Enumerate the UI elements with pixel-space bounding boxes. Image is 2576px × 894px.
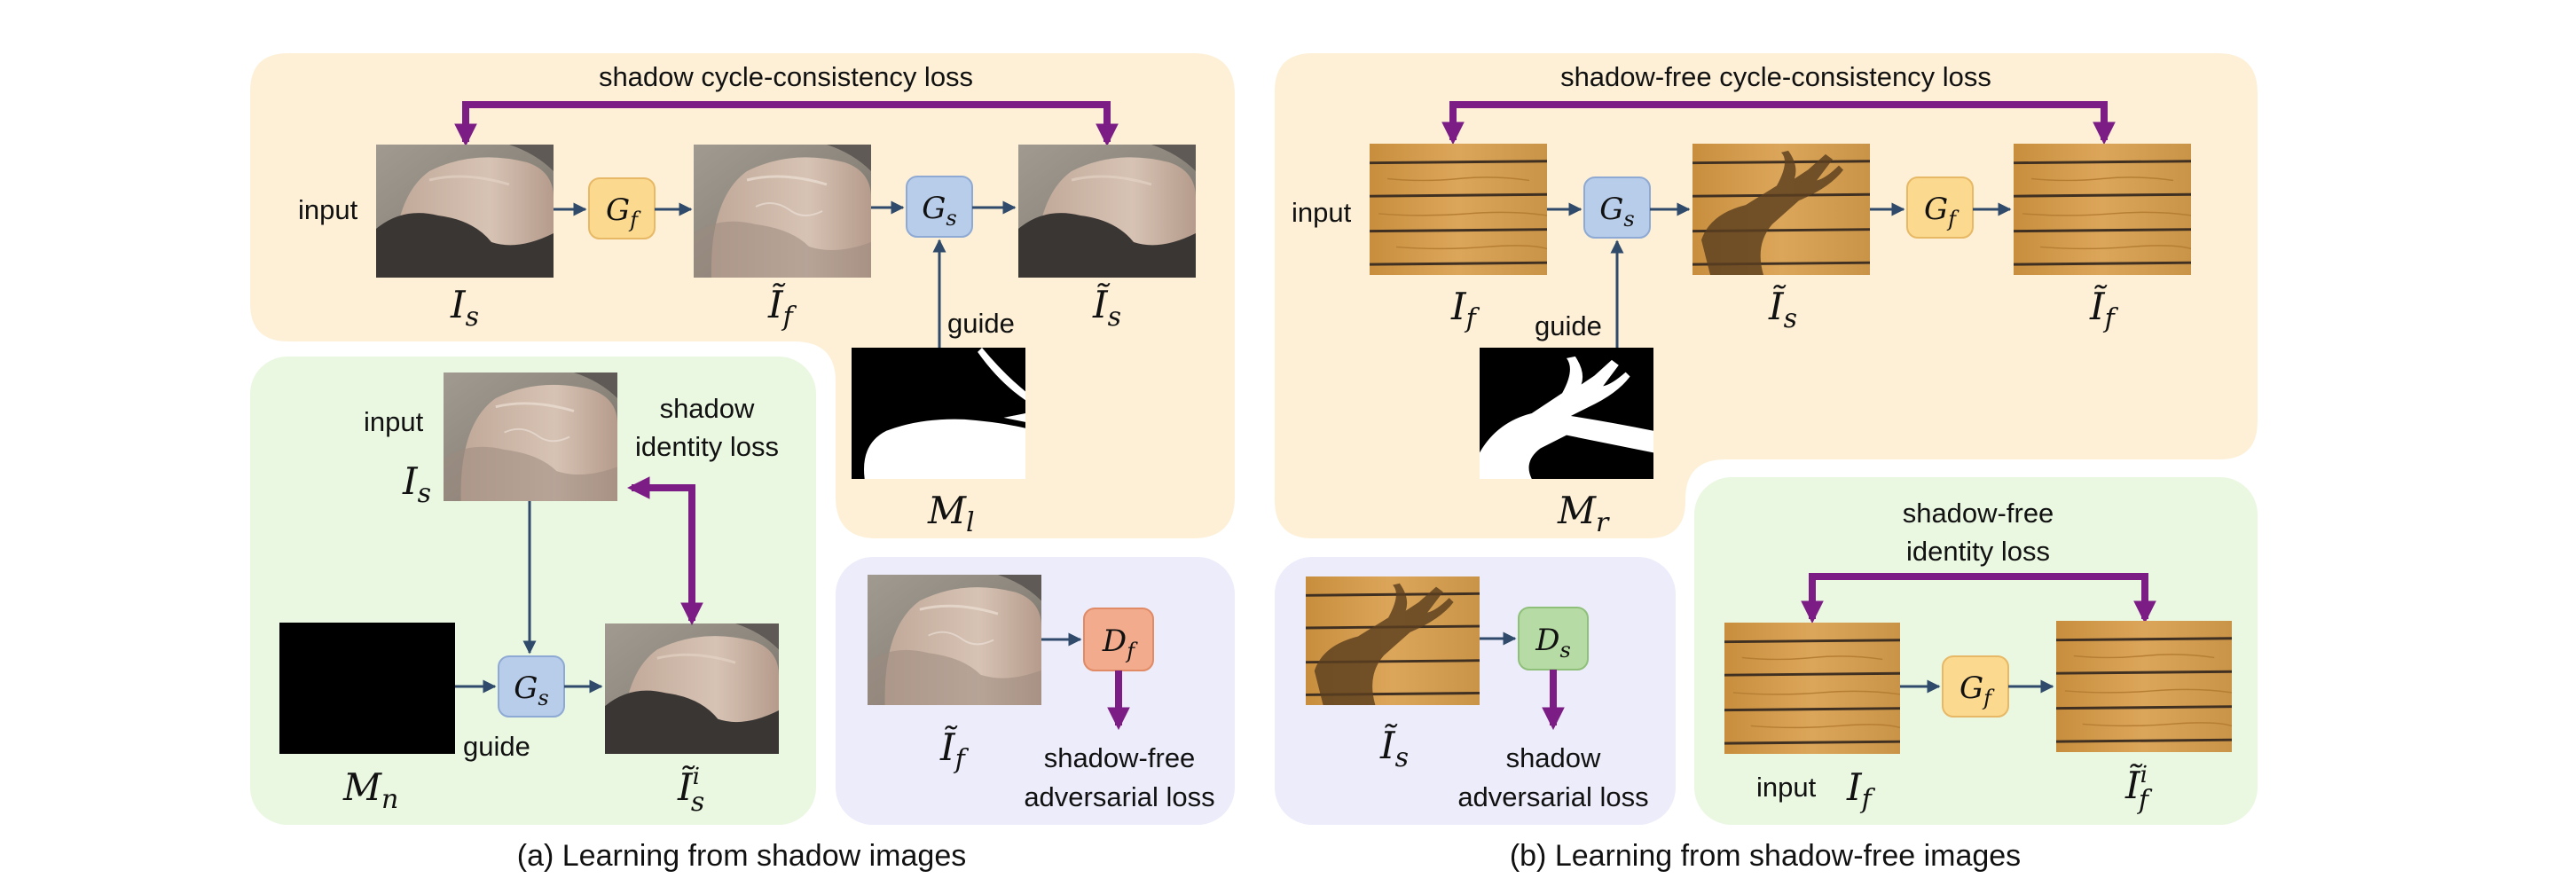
identity-input-image-right [1724,623,1900,754]
identity-output-image-left [605,623,779,754]
svg-text:Gs: Gs [922,191,957,231]
generator-gs-box-right [1583,176,1651,239]
guide-label-right: guide [1535,310,1602,341]
identity-loss-arrow-right [1809,573,2156,624]
identity-loss-label-left-2: identity loss [635,431,779,462]
input-label-left: input [298,194,358,225]
identity-output-image-right [2056,621,2232,752]
svg-text:Ds: Ds [1535,623,1571,663]
input-shadow-free-image [1370,144,1547,275]
shadow-free-output-image [694,145,871,278]
adversarial-loss-label-left-2: adversarial loss [1024,781,1214,812]
identity-input-label-left: input [364,406,424,437]
svg-text:Df: Df [1102,623,1138,663]
generator-gf-box-right [1906,176,1974,239]
shadow-mask-l [852,348,1025,479]
label-Ml: Ml [927,489,975,538]
cycle-panel-right [1275,53,2258,538]
left-section: shadow cycle-consistency loss input guid… [250,53,1235,873]
cycle-loss-label-right: shadow-free cycle-consistency loss [1560,61,1991,92]
caption-right: (b) Learning from shadow-free images [1510,839,2021,873]
reconstructed-shadow-image [1018,145,1196,278]
label-Mr: Mr [1557,489,1610,538]
mask-n-image [279,623,455,754]
generated-shadow-image [1692,144,1870,275]
identity-guide-label-left: guide [463,731,530,762]
adversarial-loss-label-right-2: adversarial loss [1457,781,1648,812]
cycle-loss-label-left: shadow cycle-consistency loss [599,61,973,92]
identity-loss-label-right-1: shadow-free [1903,498,2054,529]
label-Is-tilde-adv: Ĩs [1379,723,1409,773]
label-Is: Is [450,283,479,333]
reconstructed-shadow-free-image [2014,144,2191,275]
label-Is-tilde: Ĩs [1092,282,1121,333]
input-label-right: input [1292,197,1352,228]
guide-label-left: guide [947,308,1015,339]
label-Mn: Mn [342,765,398,815]
svg-text:Gs: Gs [1599,192,1635,231]
identity-input-label-right: input [1756,772,1817,803]
adversarial-loss-label-left-1: shadow-free [1044,742,1196,773]
label-Is-tilde-right: Ĩs [1768,284,1797,334]
identity-loss-label-left-1: shadow [660,393,755,424]
shadow-mask-r [1480,348,1653,479]
identity-loss-label-right-2: identity loss [1906,536,2050,567]
adversarial-loss-label-right-1: shadow [1506,742,1601,773]
caption-left: (a) Learning from shadow images [517,839,966,873]
adversarial-input-image-right [1306,576,1480,705]
cycle-loss-arrow-left [462,101,1119,147]
right-section: shadow-free cycle-consistency loss input… [1275,53,2258,873]
svg-text:Gs: Gs [514,670,549,710]
identity-input-image-left [444,372,617,501]
label-Is-identity: Is [402,459,431,509]
adversarial-input-image-left [868,575,1041,705]
input-shadow-image [376,145,554,278]
